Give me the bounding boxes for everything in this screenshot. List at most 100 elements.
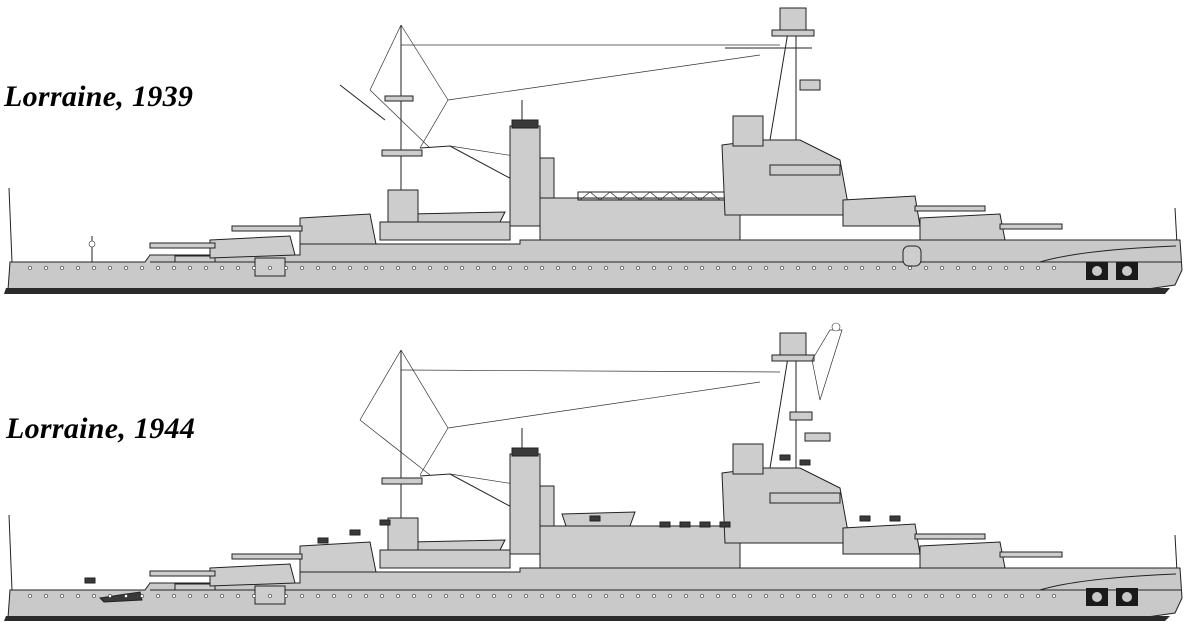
porthole — [76, 594, 80, 598]
top-platform — [771, 29, 815, 37]
porthole — [956, 594, 960, 598]
porthole — [172, 266, 176, 270]
porthole — [268, 266, 272, 270]
porthole — [572, 594, 576, 598]
ship-profile-1939 — [4, 7, 1183, 294]
aa-gun — [699, 521, 711, 528]
porthole — [636, 266, 640, 270]
porthole — [364, 266, 368, 270]
caption-1944: Lorraine, 1944 — [6, 412, 196, 445]
porthole — [748, 266, 752, 270]
porthole — [812, 594, 816, 598]
porthole — [1036, 266, 1040, 270]
porthole — [588, 594, 592, 598]
boot-topping — [4, 616, 1170, 621]
porthole — [508, 266, 512, 270]
anchor-eye — [1092, 592, 1102, 602]
searchlight-platform — [799, 79, 821, 91]
anchor-eye — [1122, 266, 1132, 276]
porthole — [300, 594, 304, 598]
porthole — [1036, 594, 1040, 598]
anchor-eye — [1092, 266, 1102, 276]
anchor-eye — [1122, 592, 1132, 602]
porthole — [1004, 266, 1008, 270]
porthole — [412, 594, 416, 598]
funnel — [509, 125, 541, 227]
stern-curve — [1039, 245, 1177, 263]
aa-gun — [779, 454, 791, 461]
ship-profile-1944 — [4, 322, 1183, 621]
porthole — [348, 266, 352, 270]
porthole — [620, 266, 624, 270]
porthole — [540, 594, 544, 598]
porthole — [812, 266, 816, 270]
stern-curve — [1039, 573, 1177, 591]
porthole — [284, 266, 288, 270]
mast-platform — [384, 95, 414, 102]
rigging — [359, 349, 402, 421]
crane-lattice — [579, 191, 721, 201]
top-platform — [771, 354, 815, 362]
porthole — [380, 266, 384, 270]
bridge-tower — [721, 467, 851, 544]
ensign-staff — [1174, 207, 1178, 245]
porthole — [236, 266, 240, 270]
porthole — [556, 594, 560, 598]
porthole — [316, 266, 320, 270]
mast-platform-lower — [381, 149, 423, 157]
porthole — [972, 266, 976, 270]
bow-light — [88, 240, 96, 248]
aerial — [400, 369, 781, 373]
rigging — [369, 89, 431, 149]
porthole — [348, 594, 352, 598]
porthole — [476, 266, 480, 270]
aa-gun — [719, 521, 731, 528]
exhaust-pipe — [539, 485, 555, 527]
porthole — [60, 266, 64, 270]
rigging — [400, 24, 449, 101]
turret-a — [209, 563, 296, 587]
porthole — [28, 266, 32, 270]
jackstaff — [8, 187, 13, 263]
porthole — [620, 594, 624, 598]
porthole — [972, 594, 976, 598]
ventilator — [902, 245, 922, 267]
porthole — [204, 266, 208, 270]
radar-antenna — [831, 322, 841, 332]
radar-lattice-mast — [811, 329, 843, 401]
yard — [339, 84, 386, 121]
porthole — [604, 266, 608, 270]
porthole — [204, 594, 208, 598]
aa-gun — [589, 515, 601, 522]
porthole — [796, 266, 800, 270]
aa-platform — [804, 432, 831, 442]
porthole — [396, 266, 400, 270]
boat — [409, 539, 506, 551]
porthole — [332, 594, 336, 598]
rigging — [419, 427, 449, 476]
gun-barrel-b — [231, 553, 303, 560]
deck-fitting — [174, 583, 216, 591]
porthole — [428, 266, 432, 270]
aa-gun — [317, 537, 329, 544]
porthole — [444, 266, 448, 270]
porthole — [636, 594, 640, 598]
porthole — [524, 266, 528, 270]
aa-gun — [859, 515, 871, 522]
porthole — [828, 266, 832, 270]
boat — [409, 211, 506, 223]
jackstaff — [8, 514, 13, 591]
porthole — [940, 594, 944, 598]
aa-gun — [349, 529, 361, 536]
porthole — [396, 594, 400, 598]
porthole — [540, 266, 544, 270]
funnel — [509, 453, 541, 555]
aa-gun — [659, 521, 671, 528]
bridge-block — [387, 189, 419, 223]
director — [732, 115, 764, 147]
porthole — [924, 266, 928, 270]
deck-fitting — [174, 255, 216, 263]
rigging — [359, 419, 431, 476]
porthole — [940, 266, 944, 270]
